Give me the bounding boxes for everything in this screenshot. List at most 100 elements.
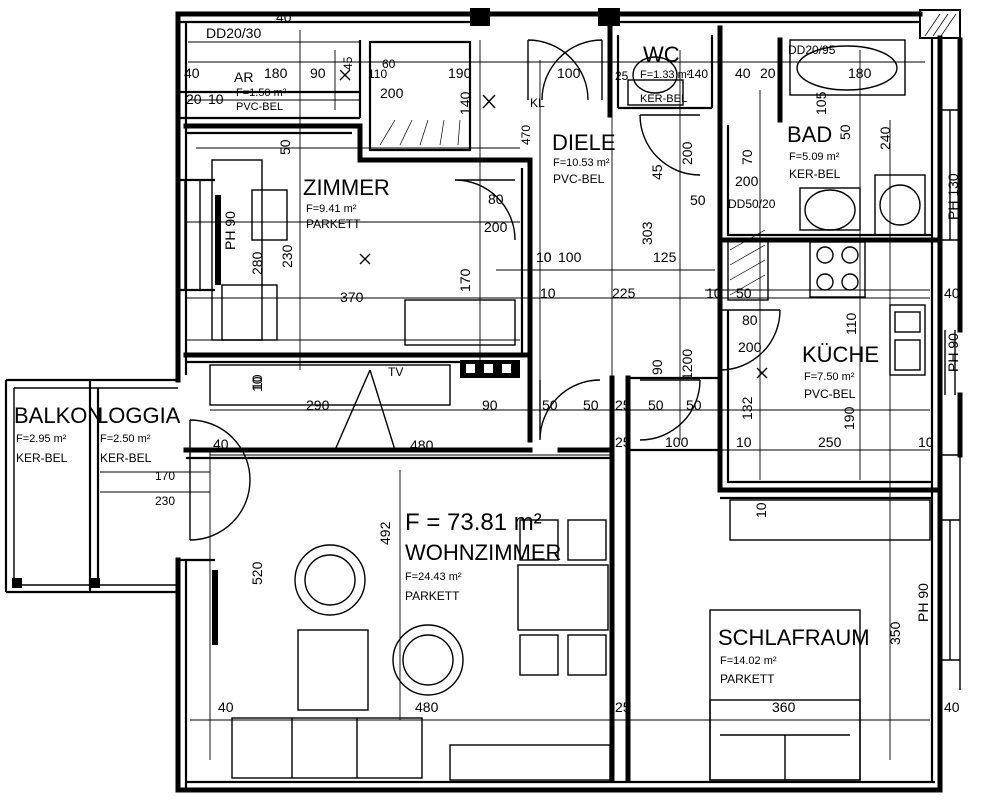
dim-value: 10 xyxy=(536,249,552,265)
interior-walls xyxy=(178,25,943,783)
dim-value: 110 xyxy=(843,312,859,335)
washing-machine xyxy=(874,174,926,236)
dim-value: 70 xyxy=(739,149,755,165)
dim-value: 90 xyxy=(482,397,498,413)
dim-value: 200 xyxy=(484,219,508,235)
dim-value: 90 xyxy=(649,359,665,375)
dim-value: 105 xyxy=(813,91,829,115)
dim-value: 25 xyxy=(615,434,631,450)
kueche-floor: PVC-BEL xyxy=(804,387,856,401)
dim-value: 80 xyxy=(742,312,758,328)
wohnzimmer-floor: PARKETT xyxy=(405,589,460,603)
dim-value: 200 xyxy=(738,339,762,355)
dim-value: 230 xyxy=(279,244,295,268)
ar-area: F=1.50 m² xyxy=(236,87,287,99)
balkon-name: BALKON xyxy=(14,403,103,428)
label-ph-zimmer: PH 90 xyxy=(222,211,238,250)
bad-name: BAD xyxy=(787,122,832,147)
exterior-walls xyxy=(175,11,963,793)
dim-value: 50 xyxy=(690,192,706,208)
dim-value: 10 xyxy=(536,249,552,265)
label-dd-kitchen: DD50/20 xyxy=(728,197,776,211)
dim-value: 140 xyxy=(688,67,708,81)
diele-floor: PVC-BEL xyxy=(553,172,605,186)
zimmer-desk xyxy=(404,299,516,346)
dim-value: 200 xyxy=(380,85,404,101)
ar-floor: PVC-BEL xyxy=(236,101,283,113)
wc-floor: KER-BEL xyxy=(640,93,687,105)
dim-value: 20 xyxy=(760,65,776,81)
dim-value: 25 xyxy=(615,699,631,715)
loggia-area: F=2.50 m² xyxy=(100,433,151,445)
dim-value: 180 xyxy=(848,65,872,81)
wc-area: F=1.33 m² xyxy=(640,69,691,81)
bathtub xyxy=(789,39,906,96)
dim-value: 492 xyxy=(377,521,393,545)
sofa xyxy=(231,717,423,779)
dim-value: 40 xyxy=(184,65,200,81)
label-tv: TV xyxy=(388,365,403,379)
doors xyxy=(189,39,781,541)
dim-value: 50 xyxy=(686,397,702,413)
schlafraum-name: SCHLAFRAUM xyxy=(718,625,870,650)
diele-name: DIELE xyxy=(552,130,616,155)
dim-value: 240 xyxy=(877,126,893,150)
dim-value: 50 xyxy=(648,397,664,413)
loggia-floor: KER-BEL xyxy=(100,451,152,465)
zimmer-floor: PARKETT xyxy=(306,217,361,231)
armchair-round xyxy=(294,544,366,616)
dim-value: 280 xyxy=(249,251,265,275)
dim-value: 200 xyxy=(735,173,759,189)
dimension-values: 40 40 20 10 180 90 45 110 60 200 190 140… xyxy=(155,9,960,715)
wc-toilet xyxy=(632,56,678,94)
dim-value: 25 xyxy=(615,397,631,413)
total-area: F = 73.81 m² xyxy=(405,509,542,536)
dim-value: 50 xyxy=(837,124,853,140)
zimmer-area: F=9.41 m² xyxy=(306,203,357,215)
label-ph-bad: PH 130 xyxy=(945,173,961,220)
dim-value: 10 xyxy=(540,285,556,301)
schlafraum-area: F=14.02 m² xyxy=(720,655,777,667)
windows xyxy=(178,109,960,661)
label-ph-kueche: PH 90 xyxy=(945,333,961,372)
label-dd-bad: DD20/95 xyxy=(788,43,836,57)
dim-value: 20 xyxy=(186,91,202,107)
dim-value: 90 xyxy=(310,65,326,81)
dim-value: 40 xyxy=(213,436,229,452)
dim-value: 290 xyxy=(306,397,330,413)
dim-value: 100 xyxy=(557,65,581,81)
dim-value: 225 xyxy=(612,285,636,301)
dim-value: 190 xyxy=(841,406,857,430)
dim-value: 40 xyxy=(944,285,960,301)
top-wall-hatch xyxy=(470,8,961,39)
dim-value: 200 xyxy=(679,141,695,165)
living-sideboard xyxy=(209,364,451,406)
dim-value: 10 xyxy=(918,434,934,450)
dim-value: 50 xyxy=(277,139,293,155)
dim-value: 470 xyxy=(519,125,533,145)
diele-area: F=10.53 m² xyxy=(553,157,610,169)
dim-value: 40 xyxy=(218,699,234,715)
dim-value: 10 xyxy=(249,376,265,392)
dim-value: 50 xyxy=(542,397,558,413)
dim-value: 10 xyxy=(736,434,752,450)
dim-value: 1200 xyxy=(679,349,695,380)
balkon-area: F=2.95 m² xyxy=(16,433,67,445)
dim-value: 10 xyxy=(753,502,769,518)
dim-value: 100 xyxy=(665,434,689,450)
dim-value: 125 xyxy=(653,249,677,265)
dim-value: 250 xyxy=(818,434,842,450)
bad-floor: KER-BEL xyxy=(789,167,841,181)
dim-value: 40 xyxy=(735,65,751,81)
marks xyxy=(339,69,768,379)
dim-value: 480 xyxy=(410,437,434,453)
wardrobe xyxy=(729,499,931,541)
dim-value: 45 xyxy=(649,164,665,180)
label-kl: KL xyxy=(530,96,545,110)
dim-value: 25 xyxy=(615,69,629,83)
dim-value: 50 xyxy=(736,285,752,301)
dim-value: 303 xyxy=(639,221,655,245)
dim-value: 350 xyxy=(887,621,903,645)
